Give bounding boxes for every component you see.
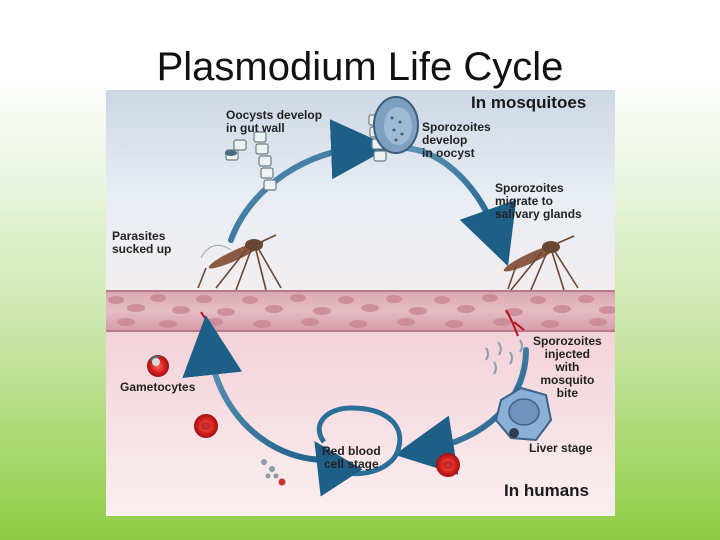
arrow-to-salivary <box>403 145 517 267</box>
slide-title: Plasmodium Life Cycle <box>156 45 564 89</box>
label-sporozoites-injected: Sporozoites injected with mosquito bite <box>533 334 602 400</box>
region-label-human: In humans <box>504 481 590 500</box>
ookinete <box>225 150 237 156</box>
label-liver-stage: Liver stage <box>529 441 593 455</box>
arrow-to-oocyst <box>228 119 391 243</box>
label-sporozoites-migrate: Sporozoites migrate to salivary glands <box>495 181 582 221</box>
label-sporozoites-oocyst: Sporozoites develop in oocyst <box>422 120 491 160</box>
region-label-mosquito: In mosquitoes <box>471 93 587 112</box>
label-parasites-sucked: Parasites sucked up <box>112 229 172 256</box>
label-gametocytes: Gametocytes <box>120 380 196 394</box>
skin-tissue-band <box>106 290 615 332</box>
life-cycle-diagram: In mosquitoes In humans Oocysts develop … <box>106 90 615 516</box>
label-oocysts: Oocysts develop in gut wall <box>226 108 323 135</box>
arrow-to-gametocytes <box>182 315 329 463</box>
gametocyte-cell <box>147 355 169 377</box>
diagram-artwork <box>106 90 615 516</box>
oocyst-cell <box>373 96 419 154</box>
mosquito-left <box>197 234 282 291</box>
mosquito-right <box>503 235 579 291</box>
injected-sporozoites <box>485 339 523 375</box>
rbc-stage-loop <box>314 405 403 497</box>
label-rbc-stage: Red blood cell stage <box>322 444 381 471</box>
merozoites <box>261 459 286 486</box>
liver-cell <box>494 386 553 442</box>
capillary-right <box>505 309 525 337</box>
